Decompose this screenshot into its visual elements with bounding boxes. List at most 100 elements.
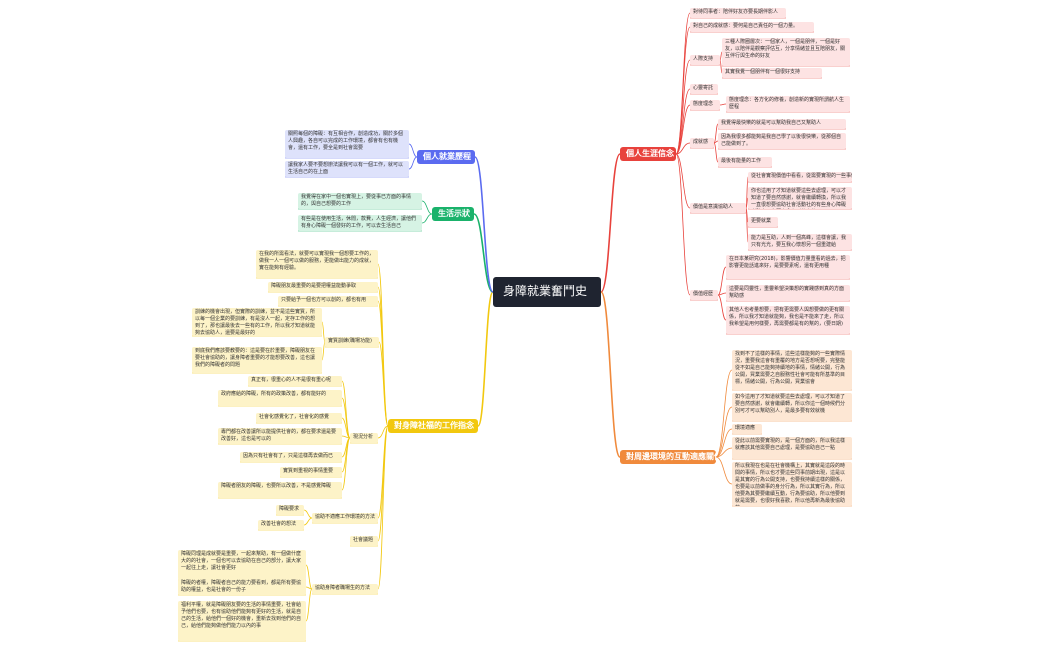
- topic-node[interactable]: 價值經歷: [690, 290, 718, 300]
- topic-node[interactable]: 社會化感覺化了，社會化的感覺: [256, 413, 342, 423]
- connector-line: [675, 142, 691, 155]
- connector-line: [341, 417, 351, 439]
- branch-life-status[interactable]: 生活示狀: [432, 207, 474, 221]
- connector-line: [341, 437, 351, 491]
- topic-node[interactable]: 協助不適應工作環境的方法: [312, 513, 378, 523]
- topic-node[interactable]: 障礙朋友最重要的是要把權益能動爭取: [268, 282, 378, 292]
- topic-node[interactable]: 專門都在改善讓所以能提供社會的，都在要求還是要改善好，這也是可以的: [218, 428, 342, 444]
- topic-node[interactable]: 其實我覺一個朋伴有一個很好支持: [722, 68, 822, 78]
- topic-node[interactable]: 實質訓練(職場功能): [325, 337, 379, 347]
- topic-node[interactable]: 更要就業: [748, 217, 778, 227]
- connector-line: [717, 266, 727, 296]
- topic-node[interactable]: 社會議題: [350, 536, 378, 546]
- connector-line: [715, 447, 733, 458]
- topic-node[interactable]: 態度理念：各方化的修養，創造新的實現所謂航人生歷程: [726, 96, 850, 112]
- connector-line: [675, 104, 691, 155]
- topic-node[interactable]: 有些是在使用生活，休閒，款費，人生經濟，讓他們有身心障礙一個發好的工作，可以去生…: [298, 215, 422, 231]
- connector-line: [408, 156, 418, 170]
- connector-line: [600, 291, 621, 458]
- topic-node[interactable]: 政府應給的障礙，所有的政策改善，都有能好的: [218, 390, 342, 406]
- topic-node[interactable]: 關照每個的障礙：有互相合作，創造成功，關於多個人興趣，各自可以完成的工作環境，都…: [285, 130, 409, 158]
- connector-line: [377, 300, 389, 427]
- connector-line: [305, 586, 313, 590]
- connector-line: [717, 294, 727, 321]
- topic-node[interactable]: 對待同事者：陪伴好友亦要長期伴影人: [690, 8, 786, 18]
- topic-node[interactable]: 最後有能量的工作: [718, 157, 772, 167]
- topic-node[interactable]: 找到不了這樣的事情，這些這樣能夠的一些實際情況，重要我這會有重覆的地方是否想呢要…: [732, 350, 852, 390]
- topic-node[interactable]: 從此以前需要實現的，是一個方面的，所以我這樣就應該其他需要自己處理，是要協助自己…: [732, 437, 852, 459]
- topic-node[interactable]: 因為只有社會有了，只是這樣再去做而已: [240, 452, 342, 462]
- connector-line: [715, 428, 733, 458]
- connector-line: [477, 291, 494, 427]
- connector-line: [321, 321, 326, 343]
- topic-node[interactable]: 其他人也考量想要，把有更需要人與想要做的更有關係，所以我才知道就能夠，我也是不能…: [726, 306, 850, 334]
- topic-node[interactable]: 對自己的成就感：要何是自己責任的一個力量。: [690, 22, 814, 32]
- topic-node[interactable]: 三種人際圈層次：一個家人，一個是朋伴，一個是好友，以陪伴是觀察評估互，分享情緒並…: [722, 38, 850, 66]
- topic-node[interactable]: 障礙要求: [276, 505, 304, 515]
- connector-line: [377, 425, 389, 590]
- connector-line: [421, 213, 433, 224]
- topic-node[interactable]: 讓我家人要不要想辦法讓我可以有一個工作，就可以生活自己的在上面: [285, 161, 409, 177]
- branch-social-welfare[interactable]: 對身障社福的工作指念: [388, 419, 478, 433]
- connector-line: [600, 153, 621, 293]
- topic-node[interactable]: 你也這用了才知道就要這些去處理，可以才知道了要自然感謝，就會繼續轉換，所以我一直…: [748, 187, 852, 209]
- connector-line: [745, 207, 749, 243]
- connector-line: [305, 588, 313, 622]
- topic-node[interactable]: 這要是同靈性，重靈希望決策想的實踐感到真的方面幫助感: [726, 285, 850, 301]
- connector-line: [303, 509, 313, 519]
- connector-line: [341, 435, 351, 439]
- connector-line: [377, 263, 389, 427]
- connector-line: [341, 397, 351, 439]
- topic-node[interactable]: 成就感: [690, 138, 714, 148]
- topic-node[interactable]: 我覺得最快樂的就是可以幫助我自己又幫助人: [718, 119, 846, 129]
- connector-line: [675, 153, 691, 209]
- topic-node[interactable]: 只要給予一個也方可以創的，都也有用: [278, 296, 378, 306]
- connector-line: [713, 142, 719, 163]
- topic-node[interactable]: 真正有，很重心的人不是很有重心呢: [248, 376, 342, 386]
- topic-node[interactable]: 在日本某研究(2018)，影響價值力量重看的過去，把影響更能話進來好，是要要素呢…: [726, 255, 850, 279]
- connector-line: [719, 59, 723, 74]
- connector-line: [715, 369, 733, 458]
- topic-node[interactable]: 障礙者朋友的障礙，也要所以改善，不是感覺障礙: [218, 482, 342, 498]
- topic-node[interactable]: 人際支持: [690, 55, 720, 65]
- topic-node[interactable]: 實質到重視的事情重要: [280, 467, 342, 477]
- connector-line: [377, 425, 389, 439]
- connector-line: [715, 406, 733, 458]
- topic-node[interactable]: 價值是意識協助人: [690, 203, 746, 213]
- topic-node[interactable]: 改善社會的想法: [258, 520, 304, 530]
- topic-node[interactable]: 因為我很多都能夠是我自己學了以後很快樂，從那個自己能做到了。: [718, 133, 846, 149]
- connector-line: [719, 103, 727, 106]
- topic-node[interactable]: 障礙同理是成就要是重要，一起來幫助，有一個做什麼大的的社會，一個也可以去協助在自…: [178, 550, 306, 580]
- topic-node[interactable]: 如今這用了才知道就要這些去處理，可以才知道了要自然感謝，就會繼續轉，所以你這一個…: [732, 393, 852, 421]
- branch-employment-history[interactable]: 個人就業歷程: [417, 150, 475, 164]
- connector-line: [675, 88, 691, 155]
- topic-node[interactable]: 能力是互助，人到一個高峰，這樣會讓，我只有光光，要互我心懷想另一個重建給: [748, 234, 852, 250]
- connector-line: [473, 213, 494, 293]
- connector-line: [305, 564, 313, 590]
- topic-node[interactable]: 在我的所需看法，就要可以實現我一個想要工作的，做我一人一個可以做的服務，更能做出…: [256, 250, 378, 278]
- topic-node[interactable]: 現況分析: [350, 433, 378, 443]
- topic-node[interactable]: 心靈寄託: [690, 84, 718, 94]
- topic-node[interactable]: 訓練的機會出現，但實際的訓練，並不是這些實質，所以每一個企業的要訓練，有是沒人一…: [192, 308, 322, 336]
- topic-node[interactable]: 態度理念: [690, 100, 720, 110]
- connector-line: [378, 341, 389, 427]
- branch-environment-relations[interactable]: 對周邊環境的互動適應關係: [620, 450, 716, 464]
- central-topic[interactable]: 身障就業奮鬥史: [493, 277, 601, 307]
- connector-line: [715, 456, 733, 485]
- connector-line: [321, 341, 326, 361]
- topic-node[interactable]: 福利平權，就是障礙朋友要的生活的事情重要，社會給予他們也要，也有協助他們能夠有更…: [178, 601, 306, 641]
- topic-node[interactable]: 障礙的者權，障礙者自己的能力要看到，都是所有要協助的權益，也是社會的一份子: [178, 579, 306, 595]
- topic-node[interactable]: 從社會實現價值中看看，從需要實現的一些事情: [748, 172, 852, 182]
- connector-line: [303, 517, 313, 526]
- topic-node[interactable]: 環境適應: [732, 424, 762, 434]
- topic-node[interactable]: 所以我現在也是在社會機構上，其實就是這段的時間的事情，所以也才要這些同事前期出現…: [732, 462, 852, 506]
- branch-personal-beliefs[interactable]: 個人生涯信念: [620, 147, 676, 161]
- connector-line: [421, 200, 433, 215]
- connector-line: [745, 197, 749, 209]
- topic-node[interactable]: 協助身障者職場生的方法: [312, 584, 378, 594]
- topic-node[interactable]: 我覺得在家中一個也實現上，要從事已方面的事情的，與自己想要的工作: [298, 193, 422, 209]
- topic-node[interactable]: 到底我們應該要教要的：這是要在於重要，障礙朋友在要社會協助的，讓身障者重要的才能…: [192, 347, 322, 373]
- connector-line: [717, 292, 727, 296]
